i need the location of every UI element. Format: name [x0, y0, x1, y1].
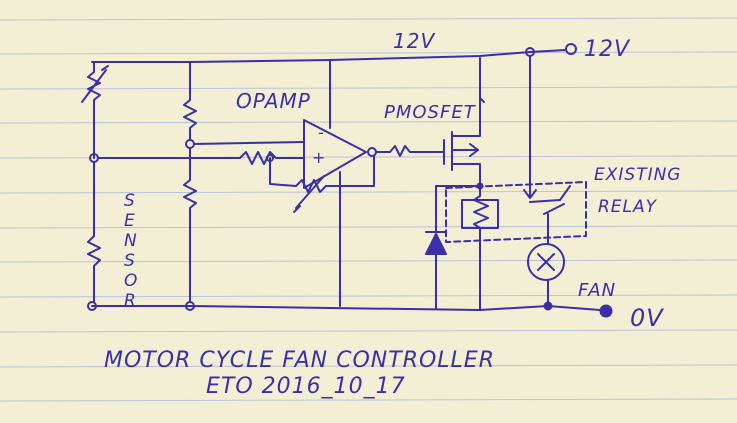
- opamp-triangle: [303, 119, 367, 189]
- fan-label: FAN: [578, 280, 616, 301]
- opamp-plus-sign: +: [312, 148, 326, 167]
- flyback-diode: [425, 185, 481, 309]
- relay-switch: [523, 55, 571, 245]
- relay-label-line2: RELAY: [598, 197, 658, 217]
- ground-terminal-label: 0V: [630, 304, 664, 332]
- opamp-label: OPAMP: [236, 89, 311, 113]
- sensor-label: S E N S O R: [124, 191, 138, 311]
- supply-rail-12v: [91, 43, 577, 63]
- input-resistor: [239, 151, 305, 165]
- svg-text:R: R: [124, 291, 137, 311]
- gate-resistor: [375, 145, 445, 157]
- supply-rail-label: 12V: [393, 29, 435, 53]
- sensor-resistor: [87, 235, 101, 303]
- feedback-wire-left: [269, 157, 297, 187]
- svg-text:S: S: [124, 191, 136, 211]
- pmosfet-transistor: [443, 57, 485, 187]
- author-date: ETO 2016_10_17: [206, 374, 406, 399]
- relay-coil: [461, 185, 499, 311]
- opamp-output-node: [367, 147, 377, 157]
- reference-divider: [183, 61, 305, 303]
- svg-text:N: N: [124, 231, 138, 251]
- opamp-minus-sign: -: [318, 123, 325, 142]
- svg-text:S: S: [124, 251, 136, 271]
- trim-potentiometer: [81, 61, 109, 121]
- feedback-potentiometer: [293, 155, 375, 213]
- paper-rule-lines: [0, 17, 737, 402]
- diagram-title: MOTOR CYCLE FAN CONTROLLER: [104, 348, 495, 373]
- ground-rail-0v: [87, 301, 613, 318]
- svg-text:E: E: [124, 211, 136, 231]
- fan-motor-icon: [527, 243, 565, 307]
- relay-enclosure: [445, 181, 587, 243]
- supply-terminal-label: 12V: [584, 37, 631, 62]
- relay-label-line1: EXISTING: [594, 165, 681, 185]
- pmosfet-label: PMOSFET: [384, 102, 477, 123]
- svg-text:O: O: [124, 271, 138, 291]
